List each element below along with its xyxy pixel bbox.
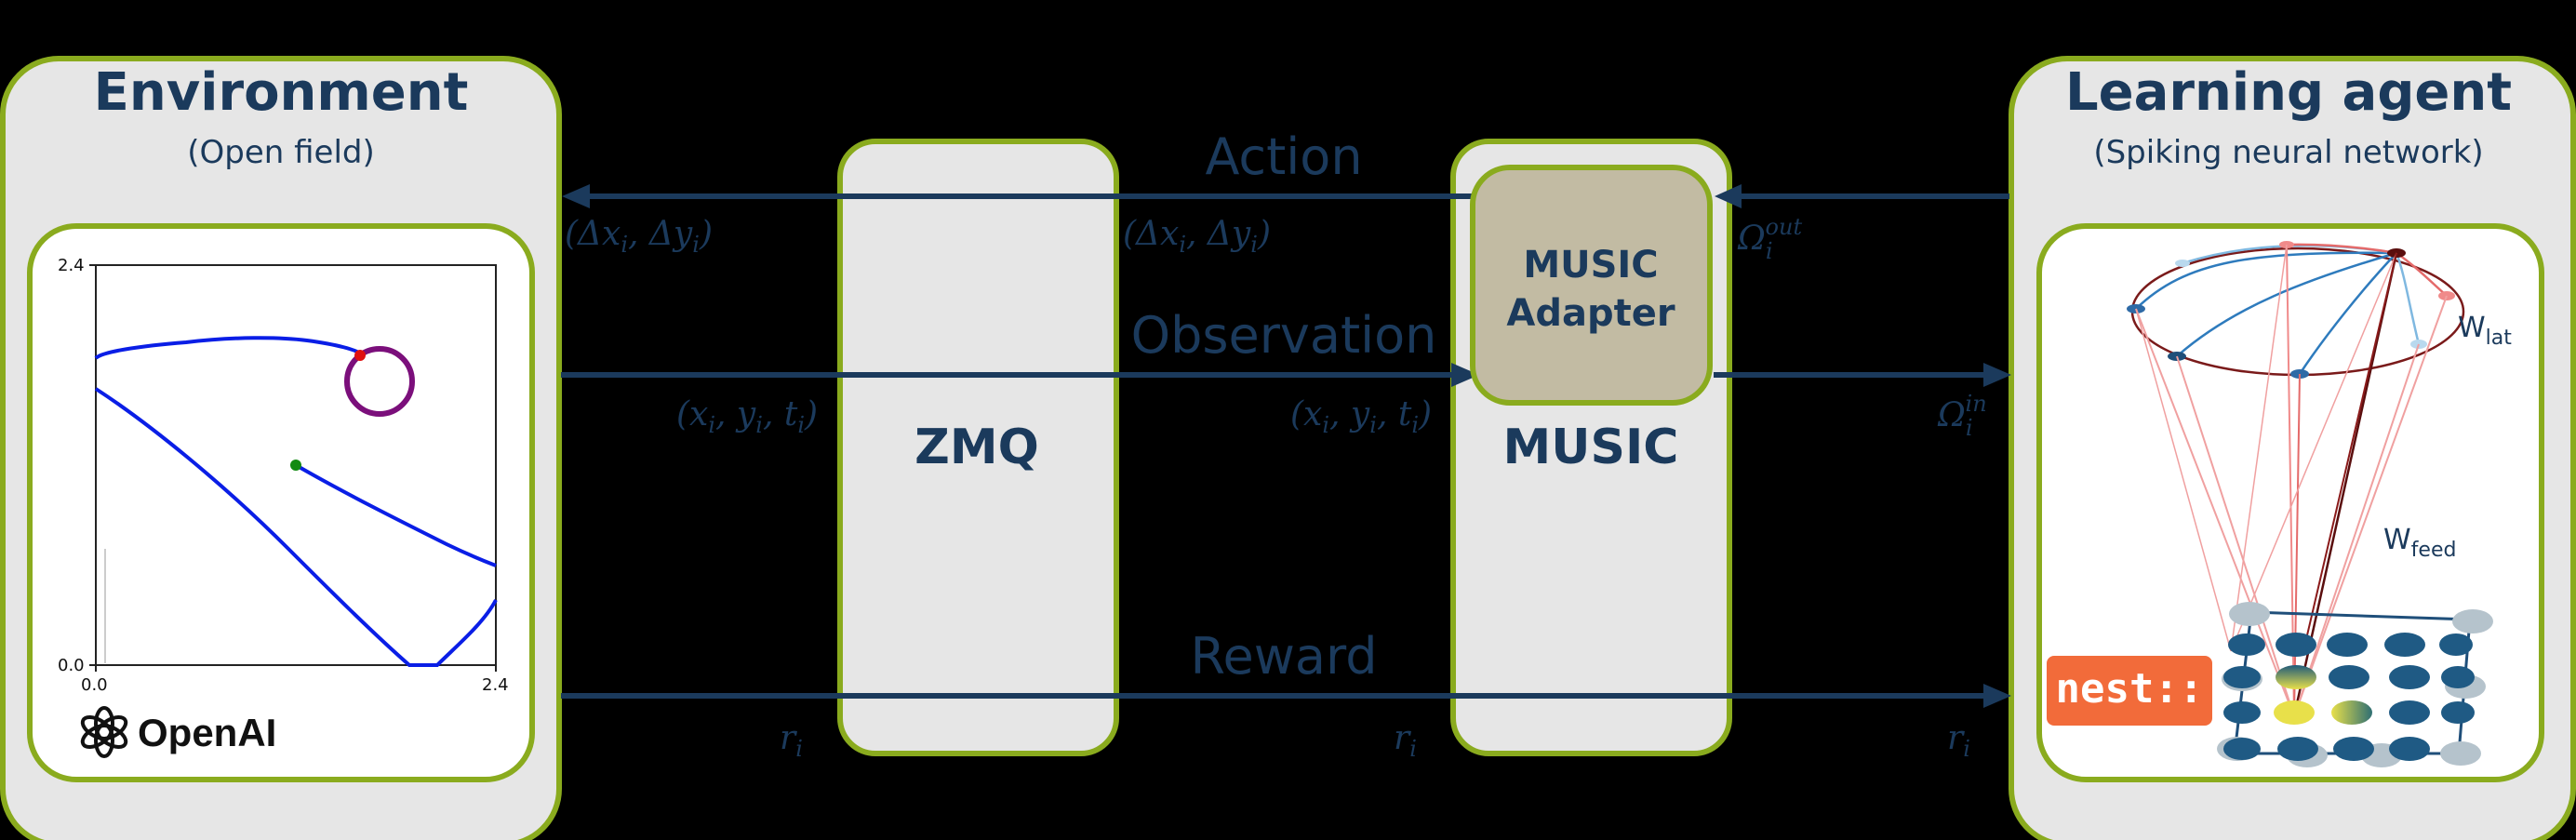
w-lat-label: Wlat: [2458, 312, 2512, 350]
environment-box: Environment (Open field) 2.4 0.0 0.0 2.4: [0, 56, 562, 840]
reward-arrow: [561, 684, 2011, 708]
trajectory-right: [295, 463, 497, 567]
nest-logo: nest::: [2047, 656, 2212, 726]
action-label: Action: [1205, 127, 1362, 186]
openai-logo-text: OpenAI: [138, 711, 276, 754]
w-feed-label: Wfeed: [2383, 524, 2456, 562]
input-layer-grid: [2217, 602, 2493, 767]
environment-title: Environment: [94, 62, 469, 123]
observation-left-value: (xi, yi, ti): [676, 395, 818, 438]
agent-subtitle: (Spiking neural network): [2093, 134, 2483, 171]
agent-position-marker: [354, 350, 366, 361]
open-field-plot: 2.4 0.0 0.0 2.4: [58, 256, 509, 695]
feedforward-connections: [2135, 244, 2448, 717]
agent-title: Learning agent: [2065, 62, 2512, 123]
reward-mid-value: ri: [1394, 719, 1417, 762]
reward-left-value: ri: [780, 719, 803, 762]
learning-agent-box: Learning agent (Spiking neural network) …: [2009, 56, 2576, 840]
action-left-value: (Δxi, Δyi): [565, 215, 713, 258]
y-max-tick-label: 2.4: [58, 256, 85, 275]
music-adapter: MUSIC Adapter: [1470, 165, 1713, 406]
y-min-tick-label: 0.0: [58, 656, 85, 675]
action-mid-value: (Δxi, Δyi): [1123, 215, 1271, 258]
observation-right-value: Ωiin: [1937, 391, 1987, 441]
openai-logo: OpenAI: [80, 706, 276, 758]
zmq-label: ZMQ: [914, 420, 1039, 475]
observation-mid-value: (xi, yi, ti): [1290, 395, 1432, 438]
action-right-value: Ωiout: [1737, 214, 1802, 264]
action-arrow: [562, 184, 2009, 208]
music-adapter-line1: MUSIC: [1523, 244, 1658, 287]
start-position-marker: [290, 460, 301, 471]
trajectory-lower: [94, 387, 498, 667]
x-max-tick-label: 2.4: [482, 675, 509, 695]
reward-right-value: ri: [1947, 719, 1970, 762]
music-adapter-line2: Adapter: [1506, 292, 1675, 335]
x-min-tick-label: 0.0: [81, 675, 108, 695]
goal-ring: [344, 346, 415, 417]
nest-logo-text: nest::: [2056, 665, 2204, 713]
reward-label: Reward: [1190, 627, 1377, 686]
music-label: MUSIC: [1503, 420, 1679, 475]
trajectory-upper: [94, 336, 365, 360]
zmq-box: ZMQ: [837, 139, 1119, 756]
environment-subtitle: (Open field): [187, 134, 375, 171]
observation-label: Observation: [1131, 306, 1437, 365]
observation-arrow: [561, 363, 2011, 387]
